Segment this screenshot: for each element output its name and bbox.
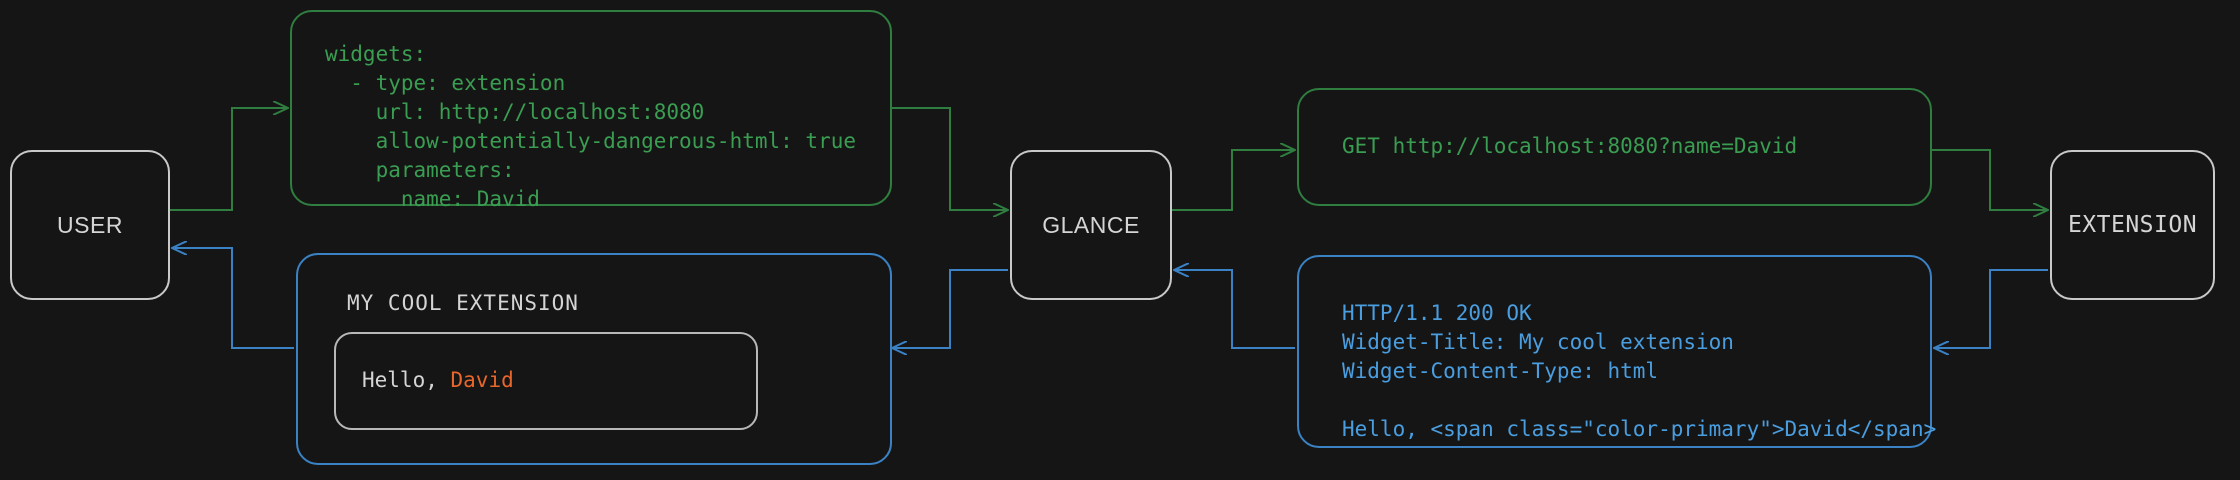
request-card: GET http://localhost:8080?name=David <box>1297 88 1932 206</box>
node-glance[interactable]: GLANCE <box>1010 150 1172 300</box>
widget-card: MY COOL EXTENSION Hello, David <box>296 253 892 465</box>
widget-inner-text: Hello, David <box>362 368 514 392</box>
edge-glance-to-request <box>1172 150 1295 211</box>
response-card: HTTP/1.1 200 OK Widget-Title: My cool ex… <box>1297 255 1936 448</box>
edge-config-to-glance <box>892 107 1008 210</box>
widget-greeting-name: David <box>450 368 514 392</box>
edge-response-to-glance <box>1174 270 1295 349</box>
config-card: widgets: - type: extension url: http://l… <box>290 10 892 211</box>
edge-widget-to-user <box>172 248 294 349</box>
node-user-label: USER <box>57 211 123 238</box>
node-glance-label: GLANCE <box>1042 211 1140 238</box>
edge-user-to-config <box>170 108 288 211</box>
edge-glance-to-widget <box>892 269 1008 348</box>
widget-inner-card <box>334 332 758 430</box>
edge-extension-to-response <box>1934 269 2048 348</box>
node-user[interactable]: USER <box>10 150 170 300</box>
node-extension-label: EXTENSION <box>2067 212 2198 238</box>
config-yaml-code: widgets: - type: extension url: http://l… <box>325 42 857 211</box>
node-extension[interactable]: EXTENSION <box>2050 150 2215 300</box>
response-code: HTTP/1.1 200 OK Widget-Title: My cool ex… <box>1342 301 1937 441</box>
widget-greeting-prefix: Hello, <box>362 368 451 392</box>
edge-request-to-extension <box>1932 149 2048 210</box>
request-code: GET http://localhost:8080?name=David <box>1342 134 1798 158</box>
widget-card-title: MY COOL EXTENSION <box>347 291 579 315</box>
